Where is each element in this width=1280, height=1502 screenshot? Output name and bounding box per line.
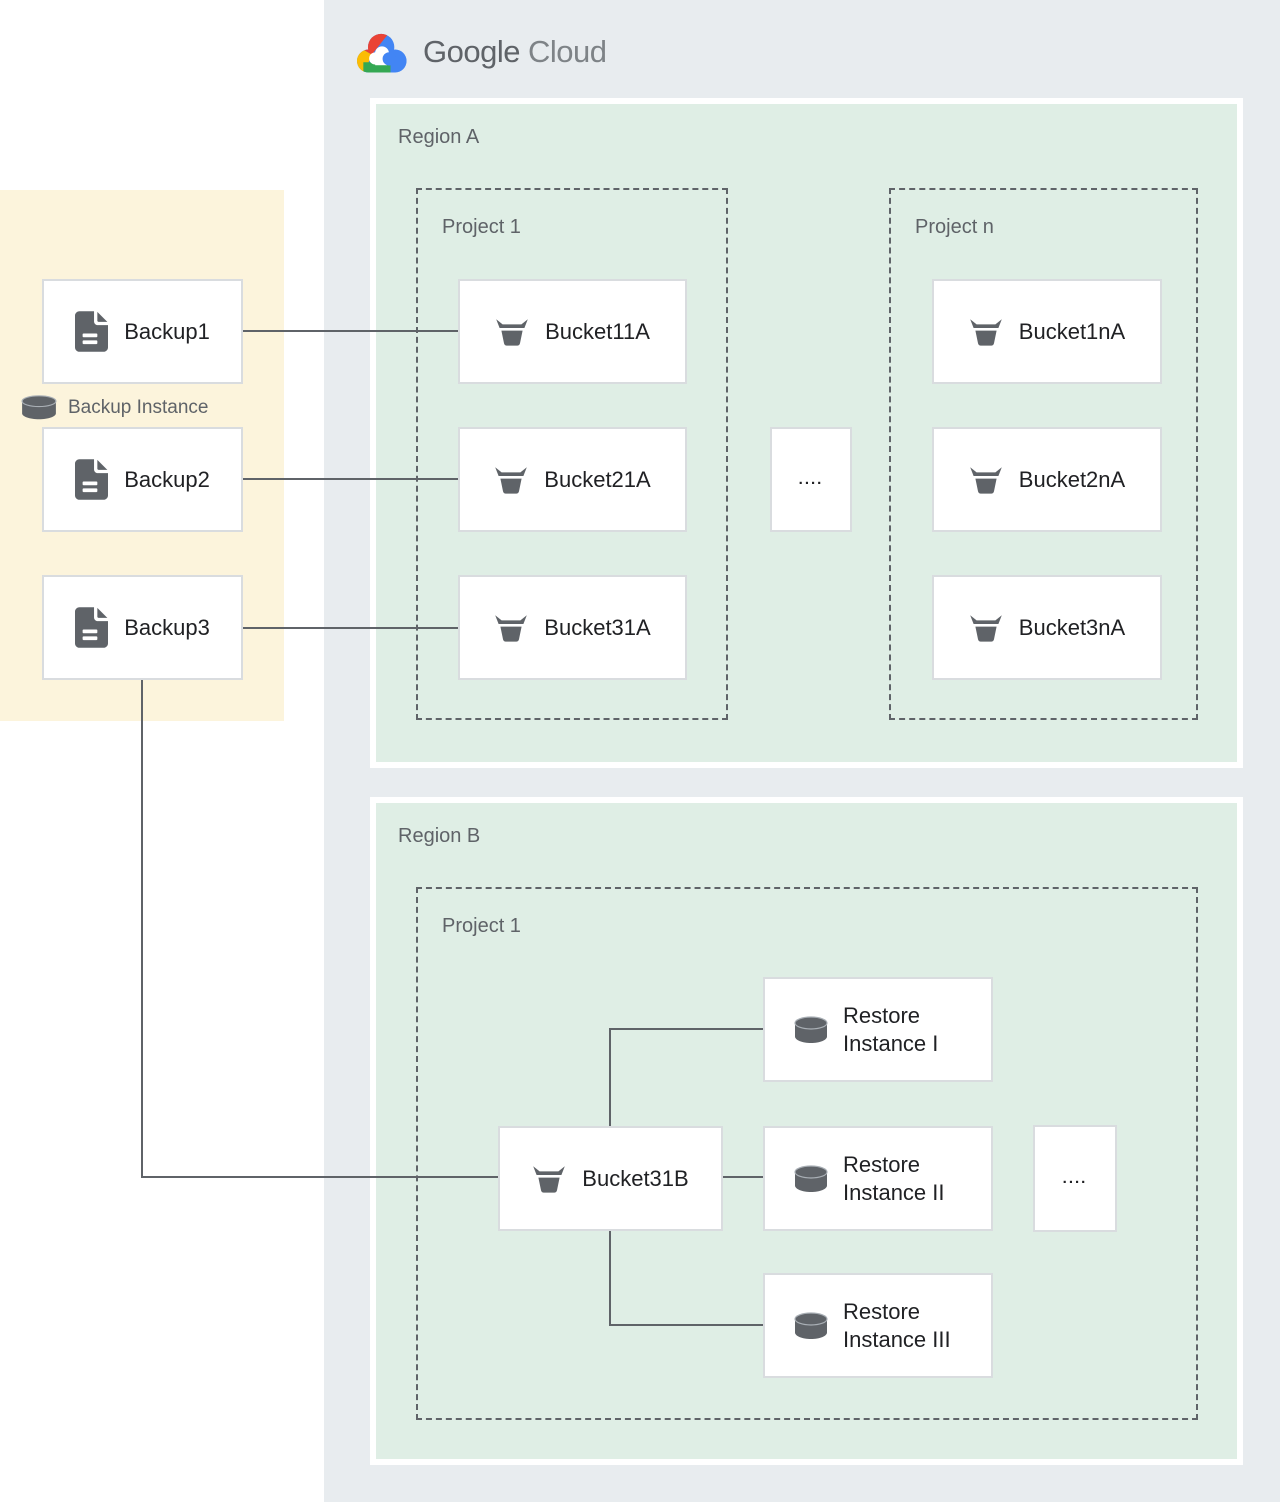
file-icon <box>75 607 108 648</box>
region-b-label: Region B <box>398 825 481 847</box>
node-bucket21a: Bucket21A <box>458 427 687 532</box>
region-a-label: Region A <box>398 126 480 148</box>
node-bucket2na: Bucket2nA <box>932 427 1162 532</box>
region-b-project-1-box: Project 1 <box>416 887 1198 1420</box>
bucket-icon <box>532 1164 566 1194</box>
region-b-ellipsis: .... <box>1062 1170 1088 1187</box>
node-backup1: Backup1 <box>42 279 243 384</box>
node-restore-instance-2: Restore Instance II <box>763 1126 993 1231</box>
bucket-icon <box>969 465 1003 495</box>
node-backup2-label: Backup2 <box>124 466 210 492</box>
connector-bucket31b-restore3-horizontal <box>609 1324 763 1326</box>
node-bucket3na-label: Bucket3nA <box>1018 614 1126 640</box>
node-restore-instance-3-label: Restore Instance III <box>843 1298 951 1352</box>
logo-word-cloud: Cloud <box>527 34 607 69</box>
node-backup1-label: Backup1 <box>124 318 210 344</box>
node-bucket1na-label: Bucket1nA <box>1018 318 1126 344</box>
node-bucket11a: Bucket11A <box>458 279 687 384</box>
bucket-icon <box>495 317 529 347</box>
bucket-icon <box>969 317 1003 347</box>
backup-instance-label: Backup Instance <box>68 396 209 418</box>
bucket-icon <box>494 465 528 495</box>
connector-backup1-bucket11a <box>243 330 458 332</box>
connector-bucket31b-restore1-horizontal <box>609 1028 763 1030</box>
region-a-project-n-label: Project n <box>915 216 994 238</box>
node-bucket1na: Bucket1nA <box>932 279 1162 384</box>
database-icon <box>20 394 58 421</box>
bucket-icon <box>969 613 1003 643</box>
node-restore-instance-1-label: Restore Instance I <box>843 1002 939 1056</box>
node-restore-instance-3: Restore Instance III <box>763 1273 993 1378</box>
region-a-project-1-box: Project 1 <box>416 188 728 720</box>
region-b-ellipsis-box: .... <box>1033 1125 1117 1232</box>
node-bucket11a-label: Bucket11A <box>545 318 650 344</box>
database-icon <box>793 1164 829 1194</box>
node-backup3: Backup3 <box>42 575 243 680</box>
region-b-project-1-label: Project 1 <box>442 915 521 937</box>
connector-bucket31b-restore1-vertical <box>609 1029 611 1126</box>
file-icon <box>75 459 108 500</box>
node-backup2: Backup2 <box>42 427 243 532</box>
node-bucket31a: Bucket31A <box>458 575 687 680</box>
connector-bucket31b-restore3-vertical <box>609 1231 611 1326</box>
google-cloud-logo-icon <box>354 30 410 75</box>
node-bucket31a-label: Bucket31A <box>544 614 651 640</box>
connector-backup3-bucket31a <box>243 627 458 629</box>
connector-bucket31b-restore2 <box>723 1176 763 1178</box>
node-restore-instance-2-label: Restore Instance II <box>843 1151 945 1205</box>
node-restore-instance-1: Restore Instance I <box>763 977 993 1082</box>
node-bucket3na: Bucket3nA <box>932 575 1162 680</box>
region-a-ellipsis: .... <box>798 471 824 488</box>
node-bucket31b-label: Bucket31B <box>582 1165 689 1191</box>
connector-backup3-bucket31b-horizontal <box>141 1176 498 1178</box>
node-bucket2na-label: Bucket2nA <box>1018 466 1126 492</box>
file-icon <box>75 311 108 352</box>
connector-backup3-bucket31b-vertical <box>141 680 143 1178</box>
database-icon <box>793 1311 829 1341</box>
region-a-ellipsis-box: .... <box>770 427 852 532</box>
connector-backup2-bucket21a <box>243 478 458 480</box>
bucket-icon <box>494 613 528 643</box>
region-a-project-1-label: Project 1 <box>442 216 521 238</box>
node-bucket21a-label: Bucket21A <box>544 466 651 492</box>
region-a-project-n-box: Project n <box>889 188 1198 720</box>
backup-instance-legend: Backup Instance <box>20 394 208 421</box>
database-icon <box>793 1015 829 1045</box>
node-backup3-label: Backup3 <box>124 614 210 640</box>
logo-word-google: Google <box>423 34 520 69</box>
node-bucket31b: Bucket31B <box>498 1126 723 1231</box>
